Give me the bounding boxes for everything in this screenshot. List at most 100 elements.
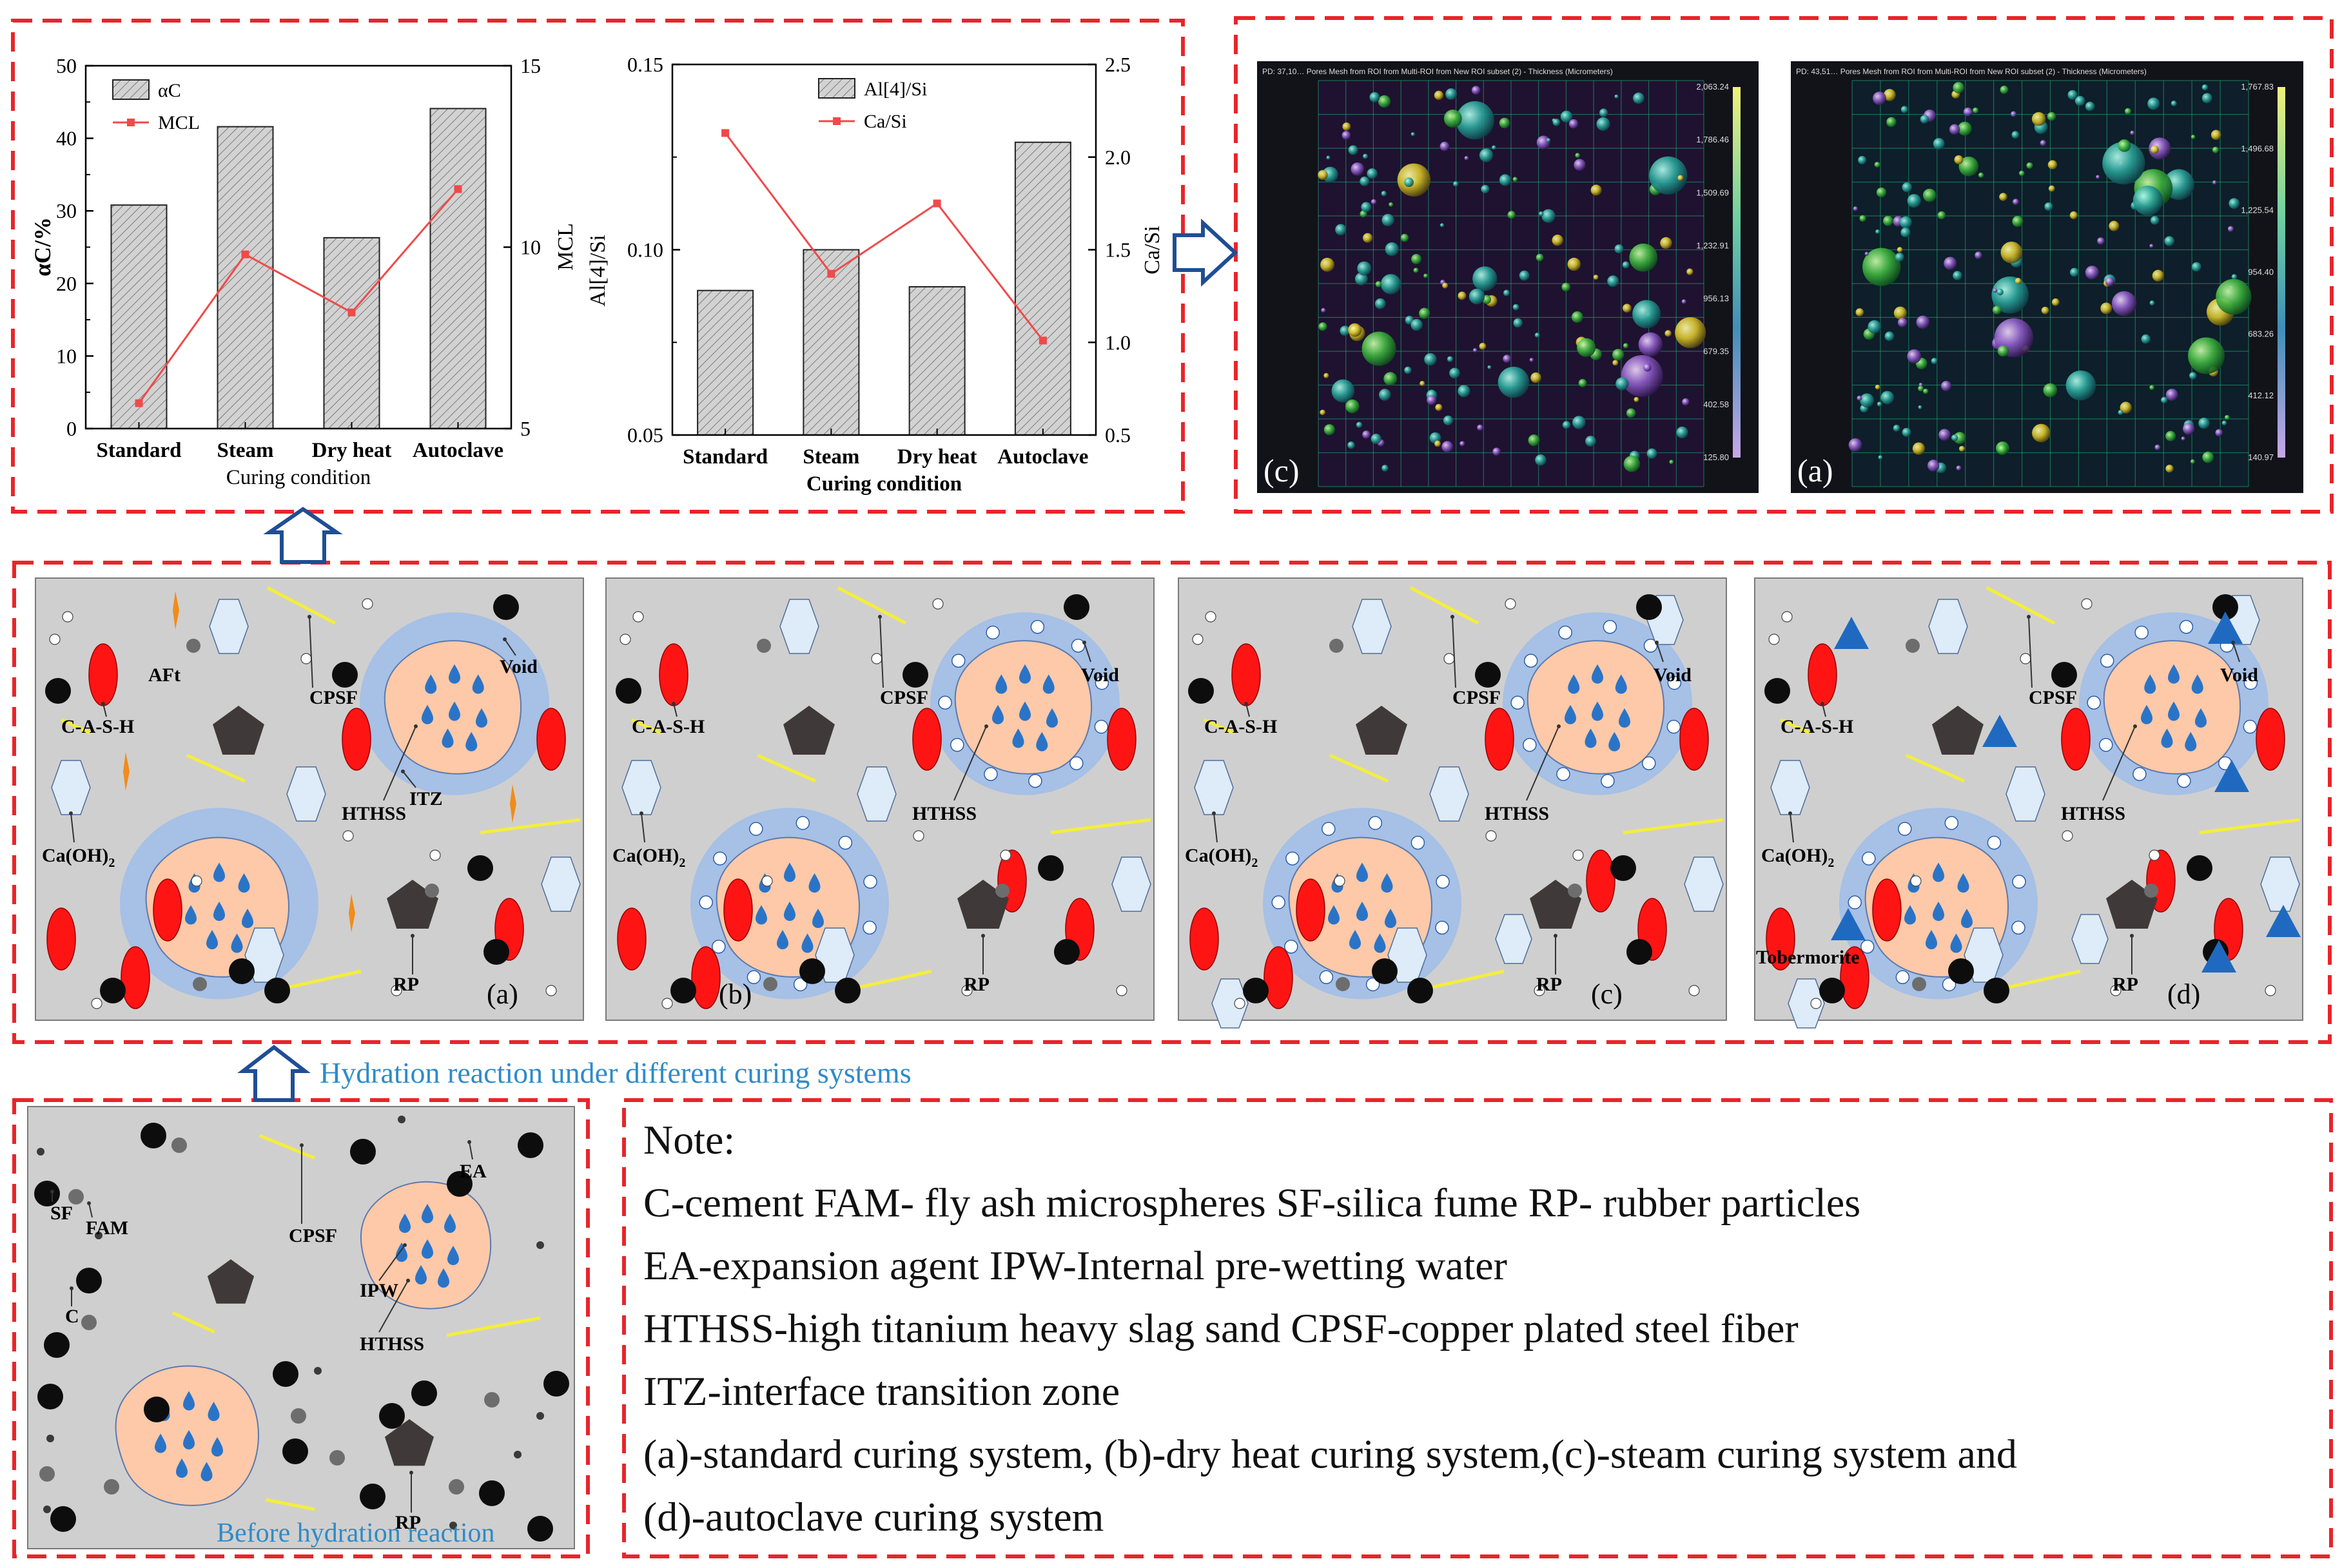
cement-grain <box>447 1171 473 1197</box>
c-a-s-h <box>1586 849 1615 913</box>
leader-line <box>504 639 516 656</box>
ct-pore <box>2161 396 2168 403</box>
ct-pore <box>2150 216 2160 225</box>
legend-line-marker <box>127 119 135 126</box>
ct-pore <box>1357 261 1372 276</box>
ct-pore <box>1507 211 1516 219</box>
void <box>932 598 944 610</box>
ct-pore <box>2130 130 2135 135</box>
ct-pore <box>1622 261 1630 269</box>
cement-grain <box>1475 662 1501 688</box>
ct-pore <box>1944 256 1957 270</box>
ea-particle <box>536 1412 544 1420</box>
void <box>1523 653 1538 668</box>
c-a-s-h <box>1189 907 1219 971</box>
cement-grain <box>1407 978 1433 1003</box>
ct-pore <box>1951 434 1958 441</box>
bar-standard <box>110 204 168 429</box>
cpsf-fiber <box>266 586 337 625</box>
void <box>1848 895 1862 909</box>
x-category-label: Standard <box>683 445 768 469</box>
cement-grain <box>50 1506 76 1532</box>
component-label: Tobermorite <box>1756 947 1860 968</box>
note-line: (a)-standard curing system, (b)-dry heat… <box>643 1431 2017 1477</box>
note-line: ITZ-interface transition zone <box>643 1368 1120 1414</box>
cpsf-fiber <box>756 753 817 783</box>
component-label: RP <box>393 974 419 995</box>
ct-pore <box>1351 162 1365 176</box>
ct-colorbar-tick: 1,509.69 <box>1696 188 1729 197</box>
ct-pore <box>1880 391 1895 405</box>
void <box>1643 639 1658 653</box>
ct-pore <box>1378 389 1391 401</box>
ct-pore <box>2031 111 2046 126</box>
cement-grain <box>144 1397 170 1422</box>
note-line: C-cement FAM- fly ash microspheres SF-si… <box>643 1180 1860 1226</box>
ct-pore <box>1536 135 1550 150</box>
c-a-s-h <box>1679 708 1709 771</box>
void <box>2132 767 2147 781</box>
bar-standard <box>697 289 754 436</box>
void <box>2177 774 2191 788</box>
void <box>951 653 966 668</box>
label-main: Ca(OH) <box>1185 845 1251 866</box>
ca-oh-2-crystal <box>857 766 897 822</box>
fam-sphere <box>1329 639 1343 653</box>
ct-pore <box>1471 86 1481 95</box>
ct-pore <box>1963 107 1973 117</box>
ct-pore <box>1918 382 1923 387</box>
ct-pore <box>1997 345 2009 357</box>
cement-grain <box>76 1268 102 1293</box>
ct-pore <box>2201 84 2209 91</box>
void <box>871 653 883 664</box>
c-a-s-h <box>1872 878 1902 942</box>
ct-pore <box>1546 138 1551 142</box>
ct-pore <box>1411 254 1422 264</box>
cpsf-fiber <box>630 718 662 735</box>
ct-pore <box>1323 373 1329 378</box>
ct-pore <box>1536 253 1544 262</box>
leader-line <box>2102 726 2136 801</box>
ct-pore <box>1958 121 1972 136</box>
void <box>1862 851 1876 866</box>
ct-pore <box>2044 202 2053 211</box>
void <box>362 598 373 610</box>
leader-dot <box>467 1140 471 1144</box>
frame-before-hydration <box>12 1098 590 1558</box>
ca-oh-2-crystal <box>1770 760 1810 815</box>
void <box>1095 675 1109 690</box>
ct-pore <box>1646 448 1657 459</box>
ct-pore <box>1884 331 1895 342</box>
ct-colorbar <box>1733 87 1741 458</box>
ct-pore <box>1378 95 1391 108</box>
ct-pore <box>1877 402 1882 407</box>
ct-colorbar-tick: 1,496.68 <box>2241 144 2274 153</box>
ct-pore <box>1996 288 2004 296</box>
void <box>1666 719 1681 734</box>
aft-needle <box>123 752 130 791</box>
ct-pore <box>2015 278 2022 284</box>
ct-pore <box>1492 447 1501 456</box>
ct-pore <box>1345 399 1360 414</box>
leader-line <box>70 813 75 843</box>
void <box>761 875 773 887</box>
cement-grain <box>835 978 861 1003</box>
ct-colorbar-tick: 2,063.24 <box>1696 82 1729 92</box>
ct-pore <box>1612 349 1625 361</box>
ct-pore <box>2152 269 2164 282</box>
void <box>661 998 673 1009</box>
cement-grain <box>670 978 696 1003</box>
ca-oh-2-crystal <box>621 760 661 815</box>
ca-oh-2-crystal <box>209 599 249 654</box>
ct-pore <box>1973 107 1979 113</box>
void <box>1572 849 1584 861</box>
ct-pore <box>2065 370 2096 401</box>
void <box>1910 875 1922 887</box>
subscript: 2 <box>1251 856 1258 870</box>
c-a-s-h <box>1296 878 1325 942</box>
component-label: CPSF <box>289 1225 337 1246</box>
void <box>1642 756 1656 771</box>
void <box>1781 611 1793 623</box>
